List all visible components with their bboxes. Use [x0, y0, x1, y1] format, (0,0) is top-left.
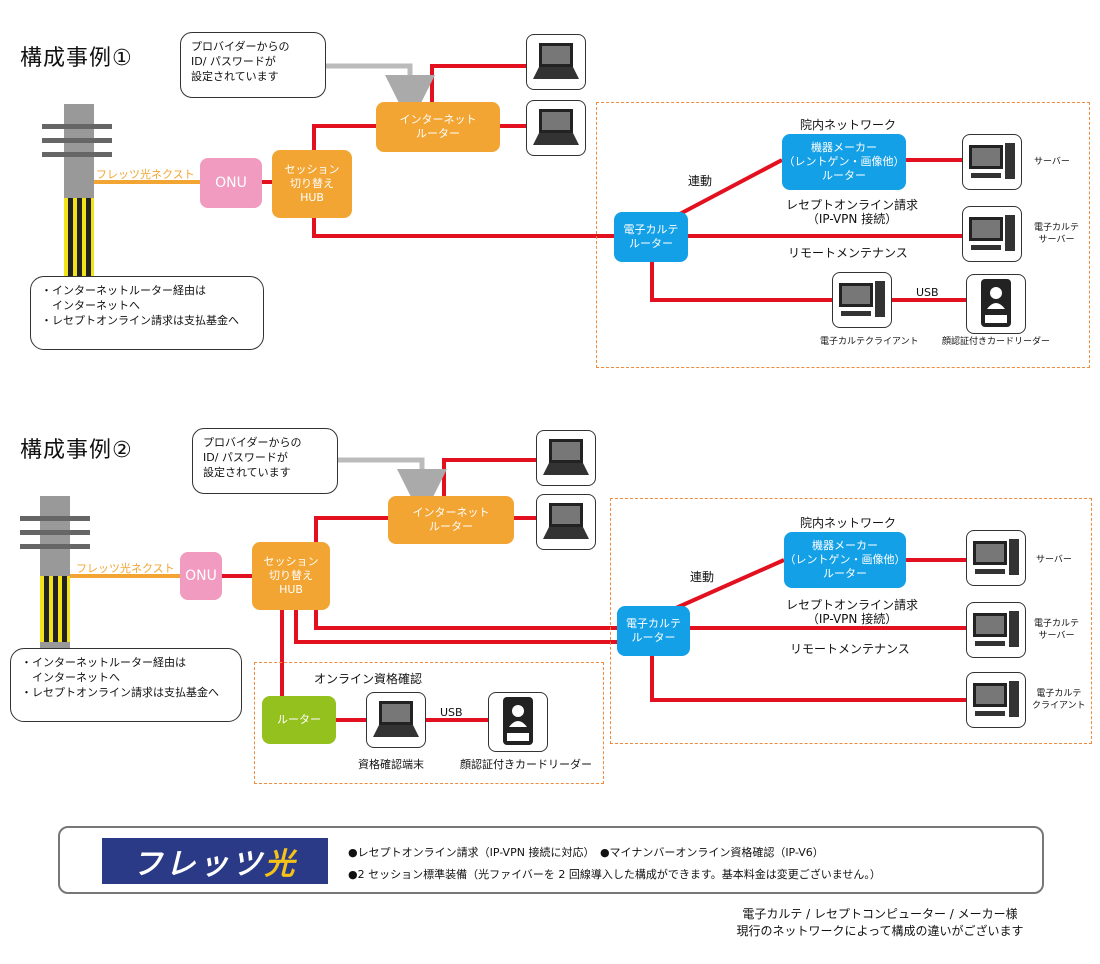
usb-label: USB: [440, 706, 463, 719]
remote-label: リモートメンテナンス: [790, 642, 910, 656]
routing-note: ・インターネットルーター経由は インターネットへ・レセプトオンライン請求は支払基…: [30, 276, 264, 350]
flets-hikari-logo: フレッツ光: [102, 838, 328, 884]
online-qualification-label: オンライン資格確認: [314, 672, 423, 686]
utility-pole-icon: [20, 496, 94, 672]
vendor-router[interactable]: 機器メーカー（レントゲン・画像他）ルーター: [784, 532, 906, 588]
legend-line-2: ●2 セッション標準装備（光ファイバーを 2 回線導入した構成ができます。基本料…: [348, 868, 881, 881]
onu-box[interactable]: ONU: [180, 552, 222, 600]
desktop-icon: [966, 530, 1026, 586]
receipt-label: レセプトオンライン請求（IP-VPN 接続）: [786, 598, 919, 626]
remote-label: リモートメンテナンス: [788, 246, 908, 260]
online-qualification-area: [254, 662, 604, 784]
laptop-icon: [526, 100, 586, 156]
server-label: サーバー: [1034, 157, 1070, 167]
linked-label: 連動: [688, 174, 713, 188]
internet-router[interactable]: インターネットルーター: [376, 102, 500, 152]
internet-router[interactable]: インターネットルーター: [388, 496, 514, 544]
desktop-icon: [832, 272, 892, 328]
emr-router[interactable]: 電子カルテルーター: [617, 606, 690, 656]
case2-title: 構成事例②: [20, 438, 133, 463]
receipt-label: レセプトオンライン請求（IP-VPN 接続）: [786, 198, 919, 226]
qualification-terminal-label: 資格確認端末: [358, 758, 424, 771]
emr-router[interactable]: 電子カルテルーター: [614, 212, 688, 262]
desktop-icon: [962, 134, 1022, 190]
legend-panel: フレッツ光 ●レセプトオンライン請求（IP-VPN 接続に対応） ●マイナンバー…: [58, 826, 1044, 894]
case1-title: 構成事例①: [20, 46, 133, 71]
card-reader-label: 顔認証付きカードリーダー: [460, 758, 592, 771]
utility-pole-icon: [40, 104, 114, 280]
desktop-icon: [966, 672, 1026, 728]
laptop-icon: [536, 430, 596, 486]
footer-note: 電子カルテ / レセプトコンピューター / メーカー様現行のネットワークによって…: [736, 907, 1024, 938]
emr-client-label: 電子カルテクライアント: [1032, 689, 1086, 711]
legend-line-1: ●レセプトオンライン請求（IP-VPN 接続に対応） ●マイナンバーオンライン資…: [348, 846, 824, 859]
emr-client-label: 電子カルテクライアント: [820, 337, 919, 347]
fiber-label: フレッツ光ネクスト: [96, 168, 195, 181]
linked-label: 連動: [690, 570, 715, 584]
laptop-icon: [366, 692, 426, 748]
laptop-icon: [526, 34, 586, 90]
card-reader-label: 顔認証付きカードリーダー: [942, 337, 1051, 347]
desktop-icon: [966, 602, 1026, 658]
fiber-label: フレッツ光ネクスト: [76, 562, 175, 575]
usb-label: USB: [916, 286, 939, 299]
face-card-reader-icon: [488, 692, 548, 752]
routing-note: ・インターネットルーター経由は インターネットへ・レセプトオンライン請求は支払基…: [10, 648, 242, 722]
network-label: 院内ネットワーク: [800, 118, 897, 132]
qualification-router[interactable]: ルーター: [262, 696, 336, 744]
emr-server-label: 電子カルテサーバー: [1034, 619, 1080, 641]
onu-box[interactable]: ONU: [200, 158, 262, 208]
in-hospital-network-area: [610, 498, 1092, 744]
in-hospital-network-area: [596, 102, 1090, 368]
server-label: サーバー: [1036, 555, 1072, 565]
vendor-router[interactable]: 機器メーカー（レントゲン・画像他）ルーター: [782, 134, 906, 190]
network-label: 院内ネットワーク: [800, 516, 897, 530]
desktop-icon: [962, 206, 1022, 262]
emr-server-label: 電子カルテサーバー: [1034, 223, 1080, 245]
laptop-icon: [536, 494, 596, 550]
face-card-reader-icon: [966, 274, 1026, 334]
